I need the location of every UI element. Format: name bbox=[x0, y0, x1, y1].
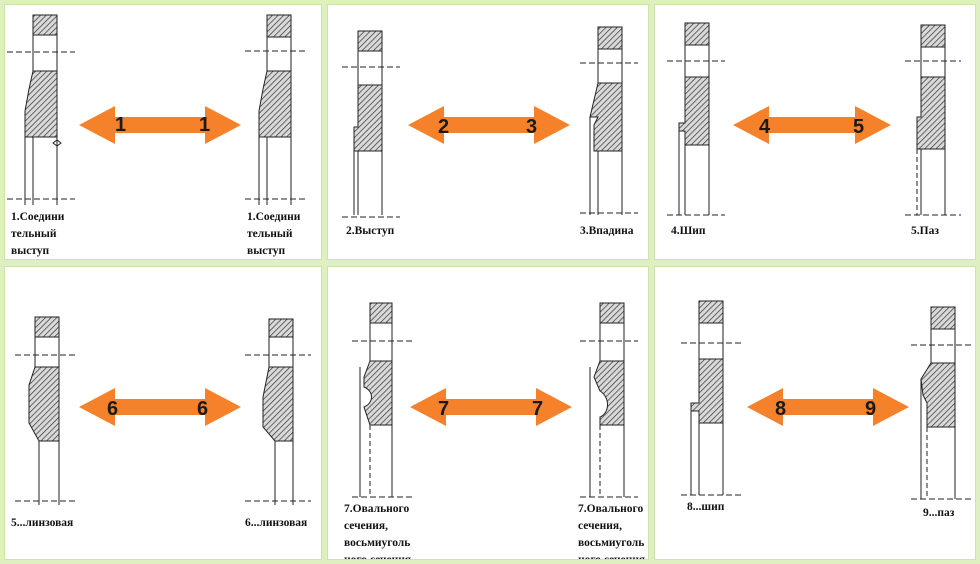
panel-2: 2 3 2.Выступ 3.Впадина bbox=[327, 4, 649, 260]
arrow-right-number: 1 bbox=[199, 114, 210, 136]
panel-1: 1 1 1.Соедини тельный выступ 1.Соедини т… bbox=[4, 4, 322, 260]
panel-3: 4 5 4.Шип 5.Паз bbox=[654, 4, 976, 260]
flange-drawing: 6 6 bbox=[15, 316, 311, 505]
double-arrow bbox=[747, 388, 909, 426]
arrow-left-number: 7 bbox=[438, 398, 449, 420]
arrow-right-number: 7 bbox=[532, 398, 543, 420]
arrow-left-number: 2 bbox=[438, 116, 449, 138]
arrow-right-number: 9 bbox=[865, 398, 876, 420]
right-caption: 1.Соедини тельный выступ bbox=[247, 211, 301, 257]
flange-drawing: 8 9 bbox=[681, 300, 971, 500]
right-caption: 3.Впадина bbox=[580, 225, 634, 237]
double-arrow bbox=[408, 106, 570, 144]
double-arrow bbox=[410, 388, 572, 426]
right-caption: 6...линзовая bbox=[245, 517, 308, 529]
left-caption: 8...шип bbox=[687, 501, 725, 513]
flange-drawing: 7 7 bbox=[352, 302, 638, 498]
left-caption: 4.Шип bbox=[671, 225, 706, 237]
left-caption: 5...линзовая bbox=[11, 517, 74, 529]
arrow-left-number: 1 bbox=[115, 114, 126, 136]
double-arrow bbox=[79, 388, 241, 426]
right-caption: 9...паз bbox=[923, 507, 955, 519]
panel-4: 6 6 5...линзовая 6...линзовая bbox=[4, 266, 322, 560]
left-caption: 2.Выступ bbox=[346, 225, 395, 237]
arrow-right-number: 6 bbox=[197, 398, 208, 420]
arrow-right-number: 3 bbox=[526, 116, 537, 138]
double-arrow bbox=[733, 106, 891, 144]
double-arrow bbox=[79, 106, 241, 144]
panel-6: 8 9 8...шип 9...паз bbox=[654, 266, 976, 560]
arrow-left-number: 4 bbox=[759, 116, 771, 138]
arrow-left-number: 6 bbox=[107, 398, 118, 420]
flange-drawing: 2 3 bbox=[342, 26, 638, 218]
left-caption: 7.Овального сечения, восьмиуголь ного се… bbox=[344, 503, 412, 560]
arrow-right-number: 5 bbox=[853, 116, 864, 138]
arrow-left-number: 8 bbox=[775, 398, 786, 420]
panel-5: 7 7 7.Овального сечения, восьмиуголь ног… bbox=[327, 266, 649, 560]
flange-drawing: 1 1 bbox=[7, 14, 305, 205]
left-caption: 1.Соедини тельный выступ bbox=[11, 211, 65, 257]
right-caption: 5.Паз bbox=[911, 225, 939, 237]
flange-drawing: 4 5 bbox=[667, 22, 961, 216]
right-caption: 7.Овального сечения, восьмиуголь ного се… bbox=[578, 503, 646, 560]
